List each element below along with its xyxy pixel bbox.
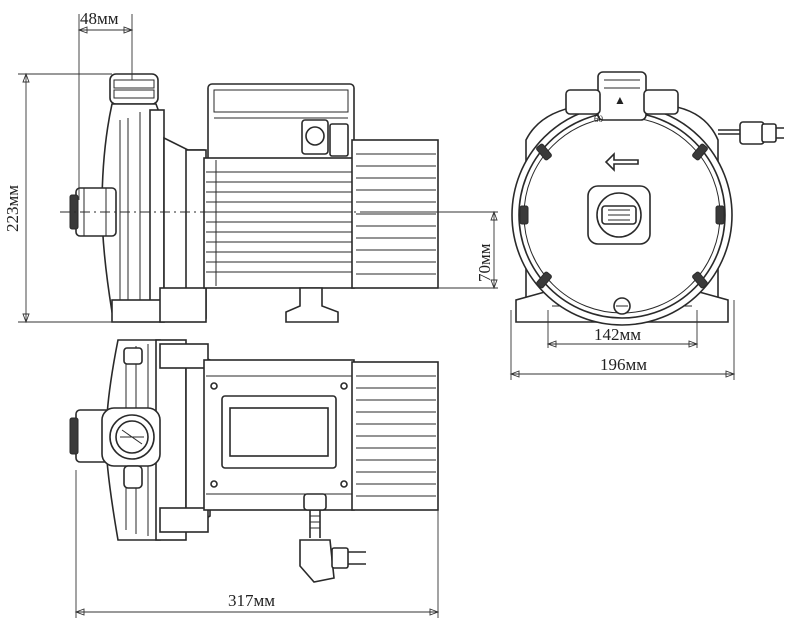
side-motor-fins xyxy=(206,160,352,286)
dim-shaft-height-label: 70мм xyxy=(475,243,494,282)
front-outlet-arrow-icon: ▲ xyxy=(614,93,626,107)
rotation-arrow-icon xyxy=(604,152,639,172)
top-bracket-foot xyxy=(159,343,209,369)
dim-223: 223мм xyxy=(3,72,120,324)
front-mark-label: 60 xyxy=(594,114,604,124)
dim-overall-height-label: 223мм xyxy=(3,185,22,232)
dim-70: 70мм xyxy=(360,210,498,290)
top-fan-cover-grille xyxy=(356,375,436,497)
front-rim-clips xyxy=(519,143,725,289)
side-fan-cover-grille xyxy=(356,153,436,275)
top-terminal-window xyxy=(229,407,329,457)
dim-overall-width-label: 196мм xyxy=(600,355,647,374)
top-power-plug-icon xyxy=(299,539,335,583)
front-power-cable xyxy=(718,121,784,145)
dim-317: 317мм xyxy=(74,470,440,618)
dim-top-inlet-label: 48мм xyxy=(80,9,119,28)
side-pump-foot xyxy=(111,299,165,323)
power-plug-icon xyxy=(739,121,765,145)
side-view xyxy=(60,73,500,323)
side-inlet-cap xyxy=(109,73,159,105)
top-side-plug xyxy=(123,465,143,489)
dim-142: 142мм xyxy=(546,310,699,348)
top-view xyxy=(69,339,439,583)
front-right-lug xyxy=(643,89,679,115)
top-flange xyxy=(155,339,187,541)
front-view: ▲ 60 xyxy=(511,71,784,326)
dim-foot-spacing-label: 142мм xyxy=(594,325,641,344)
dim-48: 48мм xyxy=(77,9,134,200)
side-pump-foot-2 xyxy=(159,287,207,323)
dim-196: 196мм xyxy=(509,300,736,380)
side-cable-gland xyxy=(301,119,329,155)
front-left-lug xyxy=(565,89,601,115)
dim-overall-length-label: 317мм xyxy=(228,591,275,610)
side-motor-foot xyxy=(285,287,339,323)
side-motor-body xyxy=(203,157,355,289)
top-power-cable xyxy=(299,493,366,583)
